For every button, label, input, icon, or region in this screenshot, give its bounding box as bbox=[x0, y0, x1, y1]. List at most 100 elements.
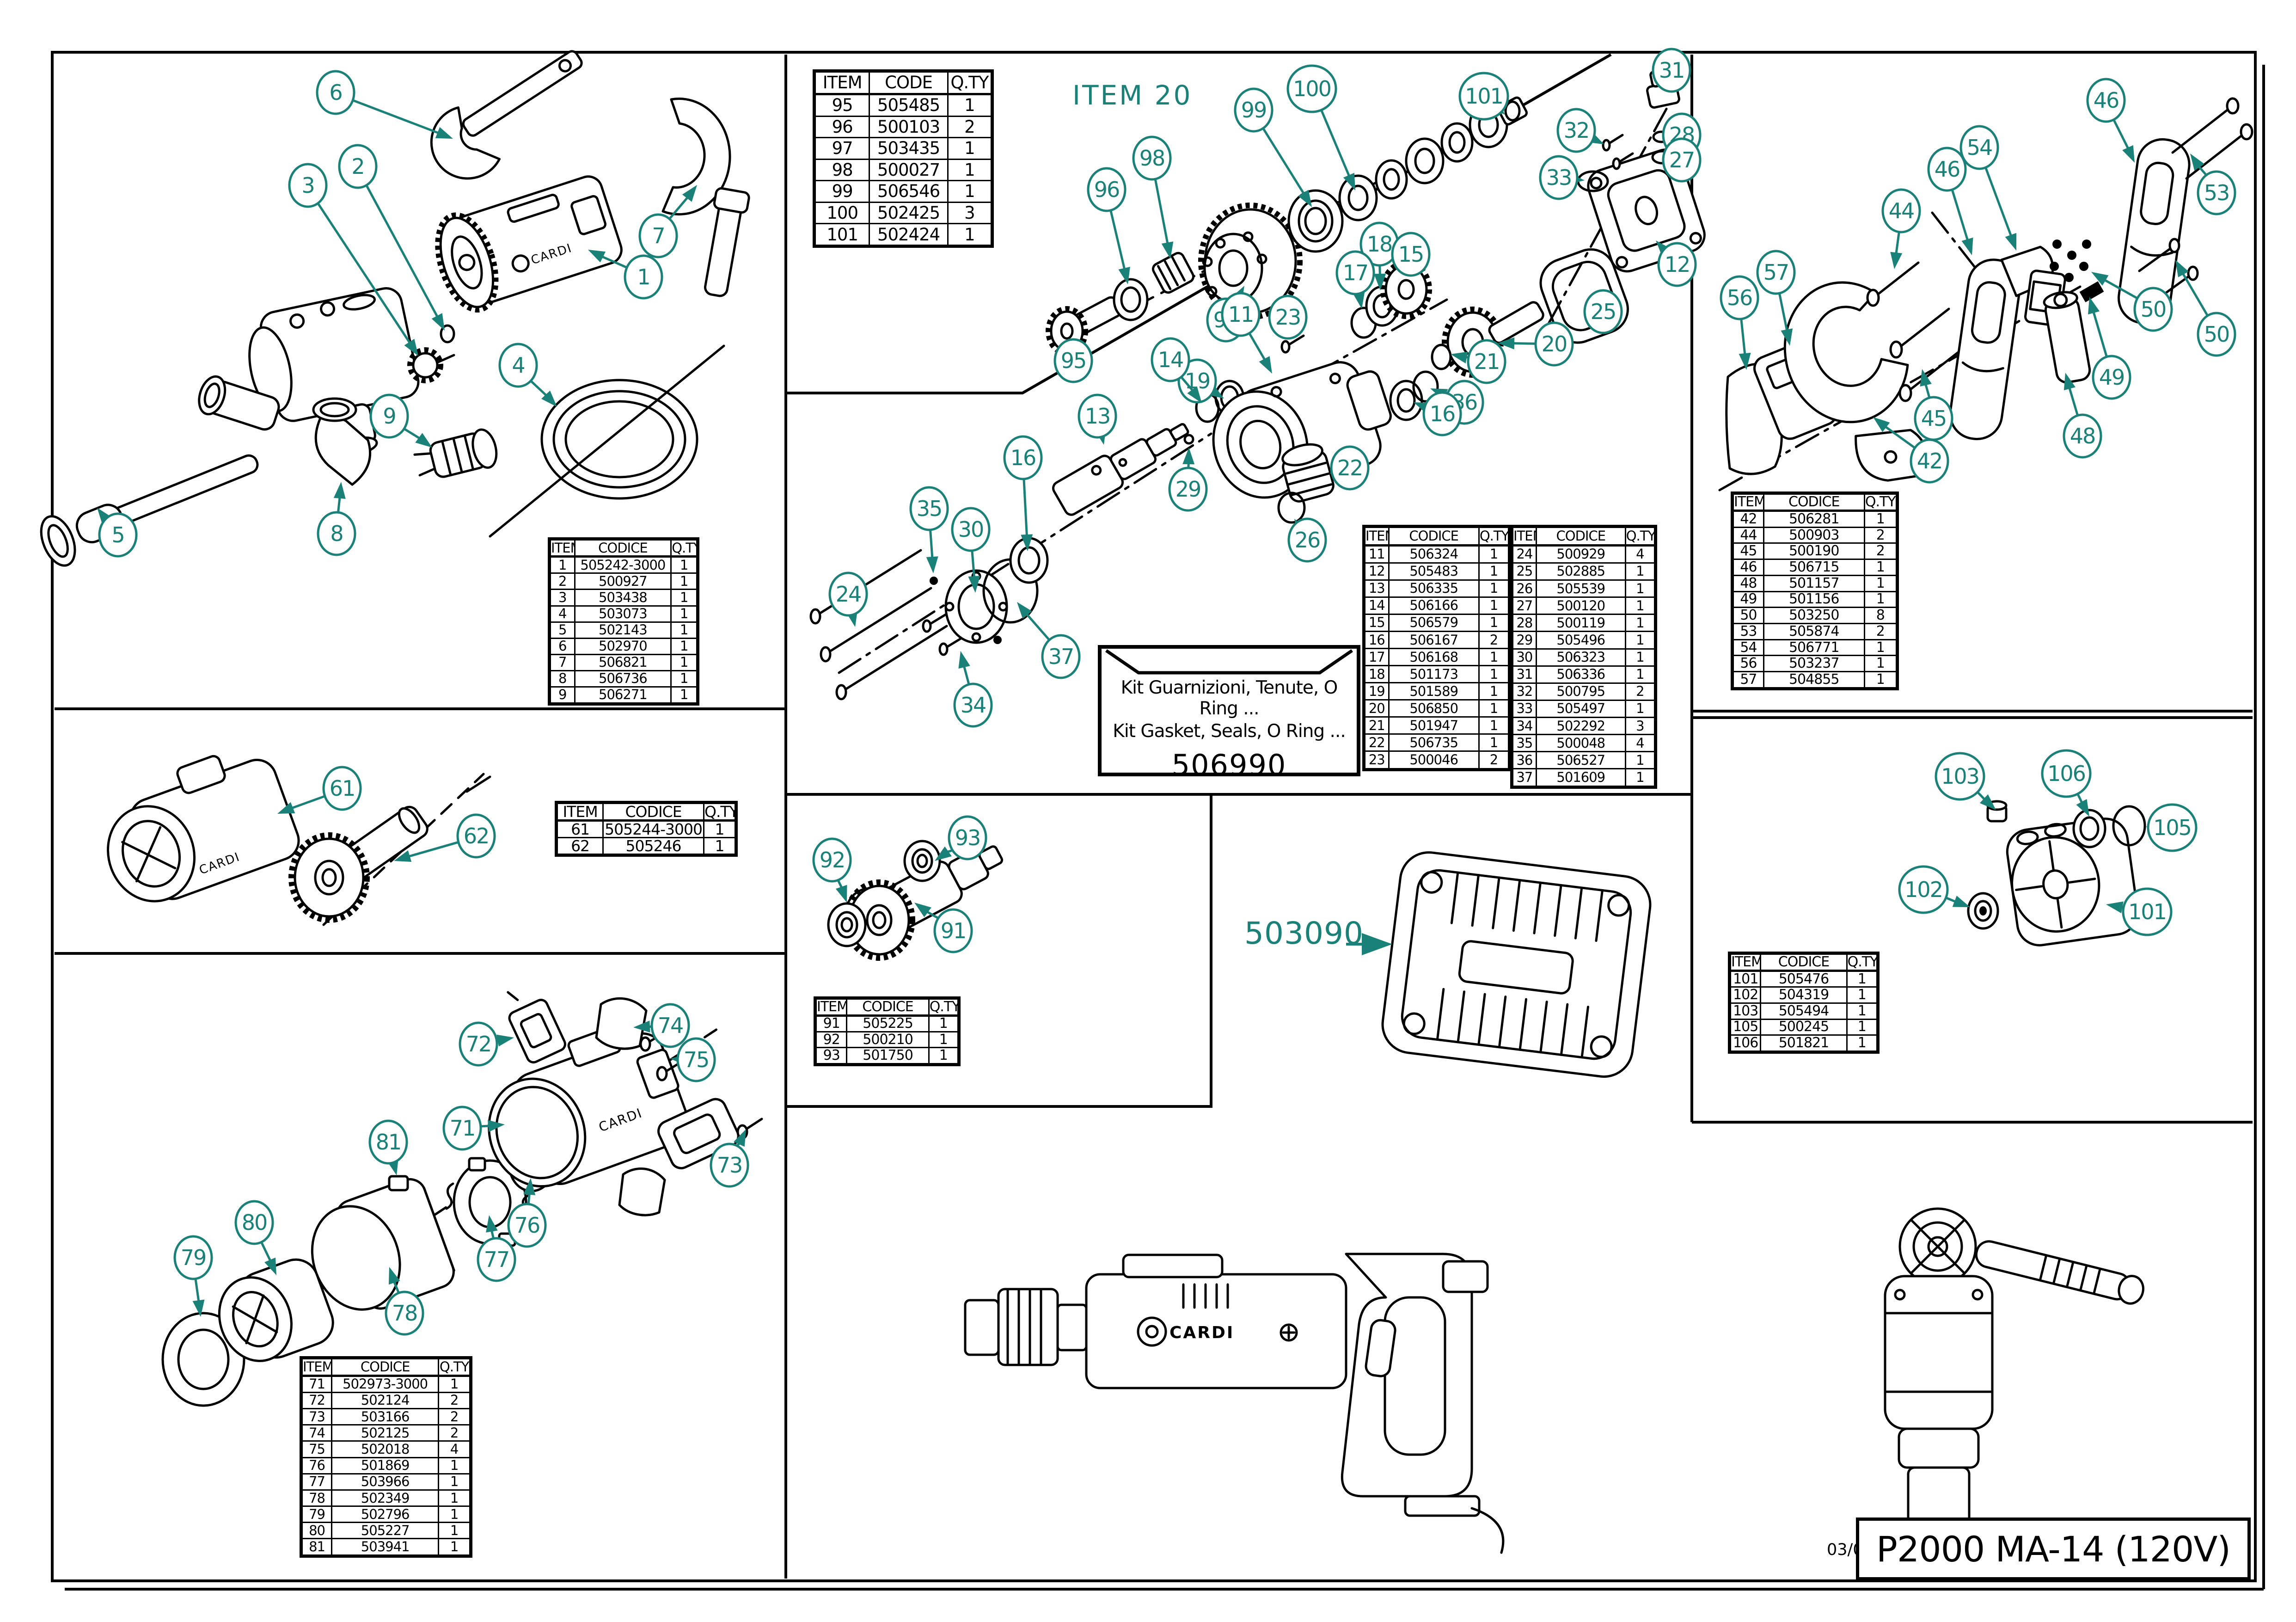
parts-table-cell: 1 bbox=[947, 223, 993, 247]
parts-table-cell: 31 bbox=[1511, 665, 1537, 684]
column-header: Q.TY bbox=[1863, 492, 1898, 512]
parts-table-cell: 506850 bbox=[1388, 699, 1480, 718]
parts-table-cell: 95 bbox=[813, 93, 870, 117]
parts-table-cell: 506579 bbox=[1388, 613, 1480, 633]
callout-arrowhead bbox=[1187, 386, 1202, 403]
parts-table-cell: 1 bbox=[438, 1505, 471, 1524]
parts-table-cell: 504319 bbox=[1760, 986, 1848, 1004]
parts-table-cell: 9 bbox=[549, 686, 576, 705]
case-code-arrow bbox=[1346, 933, 1392, 955]
callout-number: 99 bbox=[1241, 98, 1267, 123]
parts-table-cell: 36 bbox=[1511, 751, 1537, 770]
callout-arrowhead bbox=[431, 313, 445, 331]
callout-balloon bbox=[1881, 188, 1921, 233]
parts-table-cell: 45 bbox=[1732, 542, 1764, 560]
callout-number: 75 bbox=[684, 1047, 709, 1072]
callout-arrowhead bbox=[496, 1034, 514, 1047]
callout-balloon bbox=[1662, 137, 1702, 183]
parts-table-cell: 502796 bbox=[331, 1505, 440, 1524]
parts-table-cell: 500120 bbox=[1535, 596, 1626, 615]
drill-side-view-drawing: CARDI bbox=[964, 1253, 1505, 1554]
spindle-13-drawing bbox=[1052, 423, 1189, 516]
callout-16: 16 bbox=[1414, 391, 1462, 436]
parts-table-cell: 76 bbox=[300, 1456, 333, 1475]
callout-balloon bbox=[1330, 445, 1370, 491]
callout-74: 74 bbox=[633, 1003, 690, 1048]
parts-table-cell: 93 bbox=[814, 1047, 848, 1065]
callout-23: 23 bbox=[1268, 295, 1308, 340]
parts-table-cell: 1 bbox=[1624, 579, 1657, 598]
parts-table-cell: 77 bbox=[300, 1473, 333, 1491]
callout-number: 8 bbox=[330, 521, 343, 546]
callout-number: 22 bbox=[1337, 455, 1363, 480]
parts-table-cell: 500245 bbox=[1760, 1018, 1848, 1036]
callout-balloon bbox=[933, 908, 973, 953]
callout-12: 12 bbox=[1656, 240, 1697, 287]
column-header: CODICE bbox=[846, 997, 930, 1017]
parts-table-cell: 502124 bbox=[331, 1391, 440, 1409]
model-title: P2000 MA-14 (120V) bbox=[1876, 1528, 2231, 1570]
bearing-102-drawing bbox=[1967, 892, 1999, 930]
callout-balloon bbox=[710, 1143, 749, 1188]
parts-table-cell: 2 bbox=[1624, 682, 1657, 701]
parts-table-cell: 505874 bbox=[1763, 622, 1865, 640]
callout-arrowhead bbox=[415, 433, 432, 448]
parts-table-cell: 11 bbox=[1363, 544, 1390, 564]
callout-arrowhead bbox=[835, 885, 847, 903]
parts-table-cell: 96 bbox=[813, 115, 870, 139]
parts-table-cell: 503966 bbox=[331, 1473, 440, 1491]
parts-table-cell: 1 bbox=[1478, 596, 1511, 615]
column-header: ITEM bbox=[814, 997, 848, 1017]
parts-table-cell: 1 bbox=[1478, 733, 1511, 752]
screws-45-drawing bbox=[1889, 307, 1959, 402]
callout-leader bbox=[1022, 479, 1028, 536]
parts-table-cell: 3 bbox=[1624, 717, 1657, 736]
callout-number: 96 bbox=[1094, 177, 1120, 202]
small-gear-drawing bbox=[407, 347, 455, 383]
parts-table-cell: 506271 bbox=[574, 686, 672, 705]
parts-table-cell: 1 bbox=[1478, 648, 1511, 667]
parts-table-cell: 71 bbox=[300, 1375, 333, 1393]
callout-number: 13 bbox=[1085, 404, 1110, 429]
parts-table-cell: 505496 bbox=[1535, 631, 1626, 650]
parts-table-cell: 1 bbox=[1478, 579, 1511, 598]
parts-table-cell: 502143 bbox=[574, 621, 672, 639]
parts-table-cell: 501821 bbox=[1760, 1034, 1848, 1053]
parts-table-cell: 1 bbox=[1478, 699, 1511, 718]
screw-dots-50-drawing bbox=[2050, 240, 2091, 282]
callout-balloon bbox=[459, 1021, 498, 1067]
callout-balloon bbox=[507, 1203, 547, 1248]
callout-balloon bbox=[1078, 393, 1117, 439]
callout-arrowhead bbox=[935, 846, 952, 861]
callout-31: 31 bbox=[1652, 48, 1691, 93]
callout-number: 95 bbox=[1061, 348, 1086, 373]
callout-leader bbox=[1181, 377, 1194, 392]
sheet-frame bbox=[51, 51, 2265, 1591]
column-header: Q.TY bbox=[928, 997, 960, 1017]
callout-6: 6 bbox=[316, 70, 453, 139]
callout-101: 101 bbox=[2106, 887, 2173, 936]
parts-table-cell: 4 bbox=[438, 1440, 471, 1458]
callout-leader bbox=[929, 530, 934, 558]
callout-number: 27 bbox=[1669, 147, 1695, 172]
pin-49-drawing bbox=[2079, 281, 2104, 302]
parts-table-cell: 1 bbox=[1846, 1018, 1879, 1036]
callout-balloon bbox=[1652, 48, 1691, 93]
parts-table-cell: 1 bbox=[947, 93, 993, 117]
drill-top-view-drawing bbox=[1884, 1207, 2144, 1542]
parts-table-cell: 506167 bbox=[1388, 631, 1480, 650]
